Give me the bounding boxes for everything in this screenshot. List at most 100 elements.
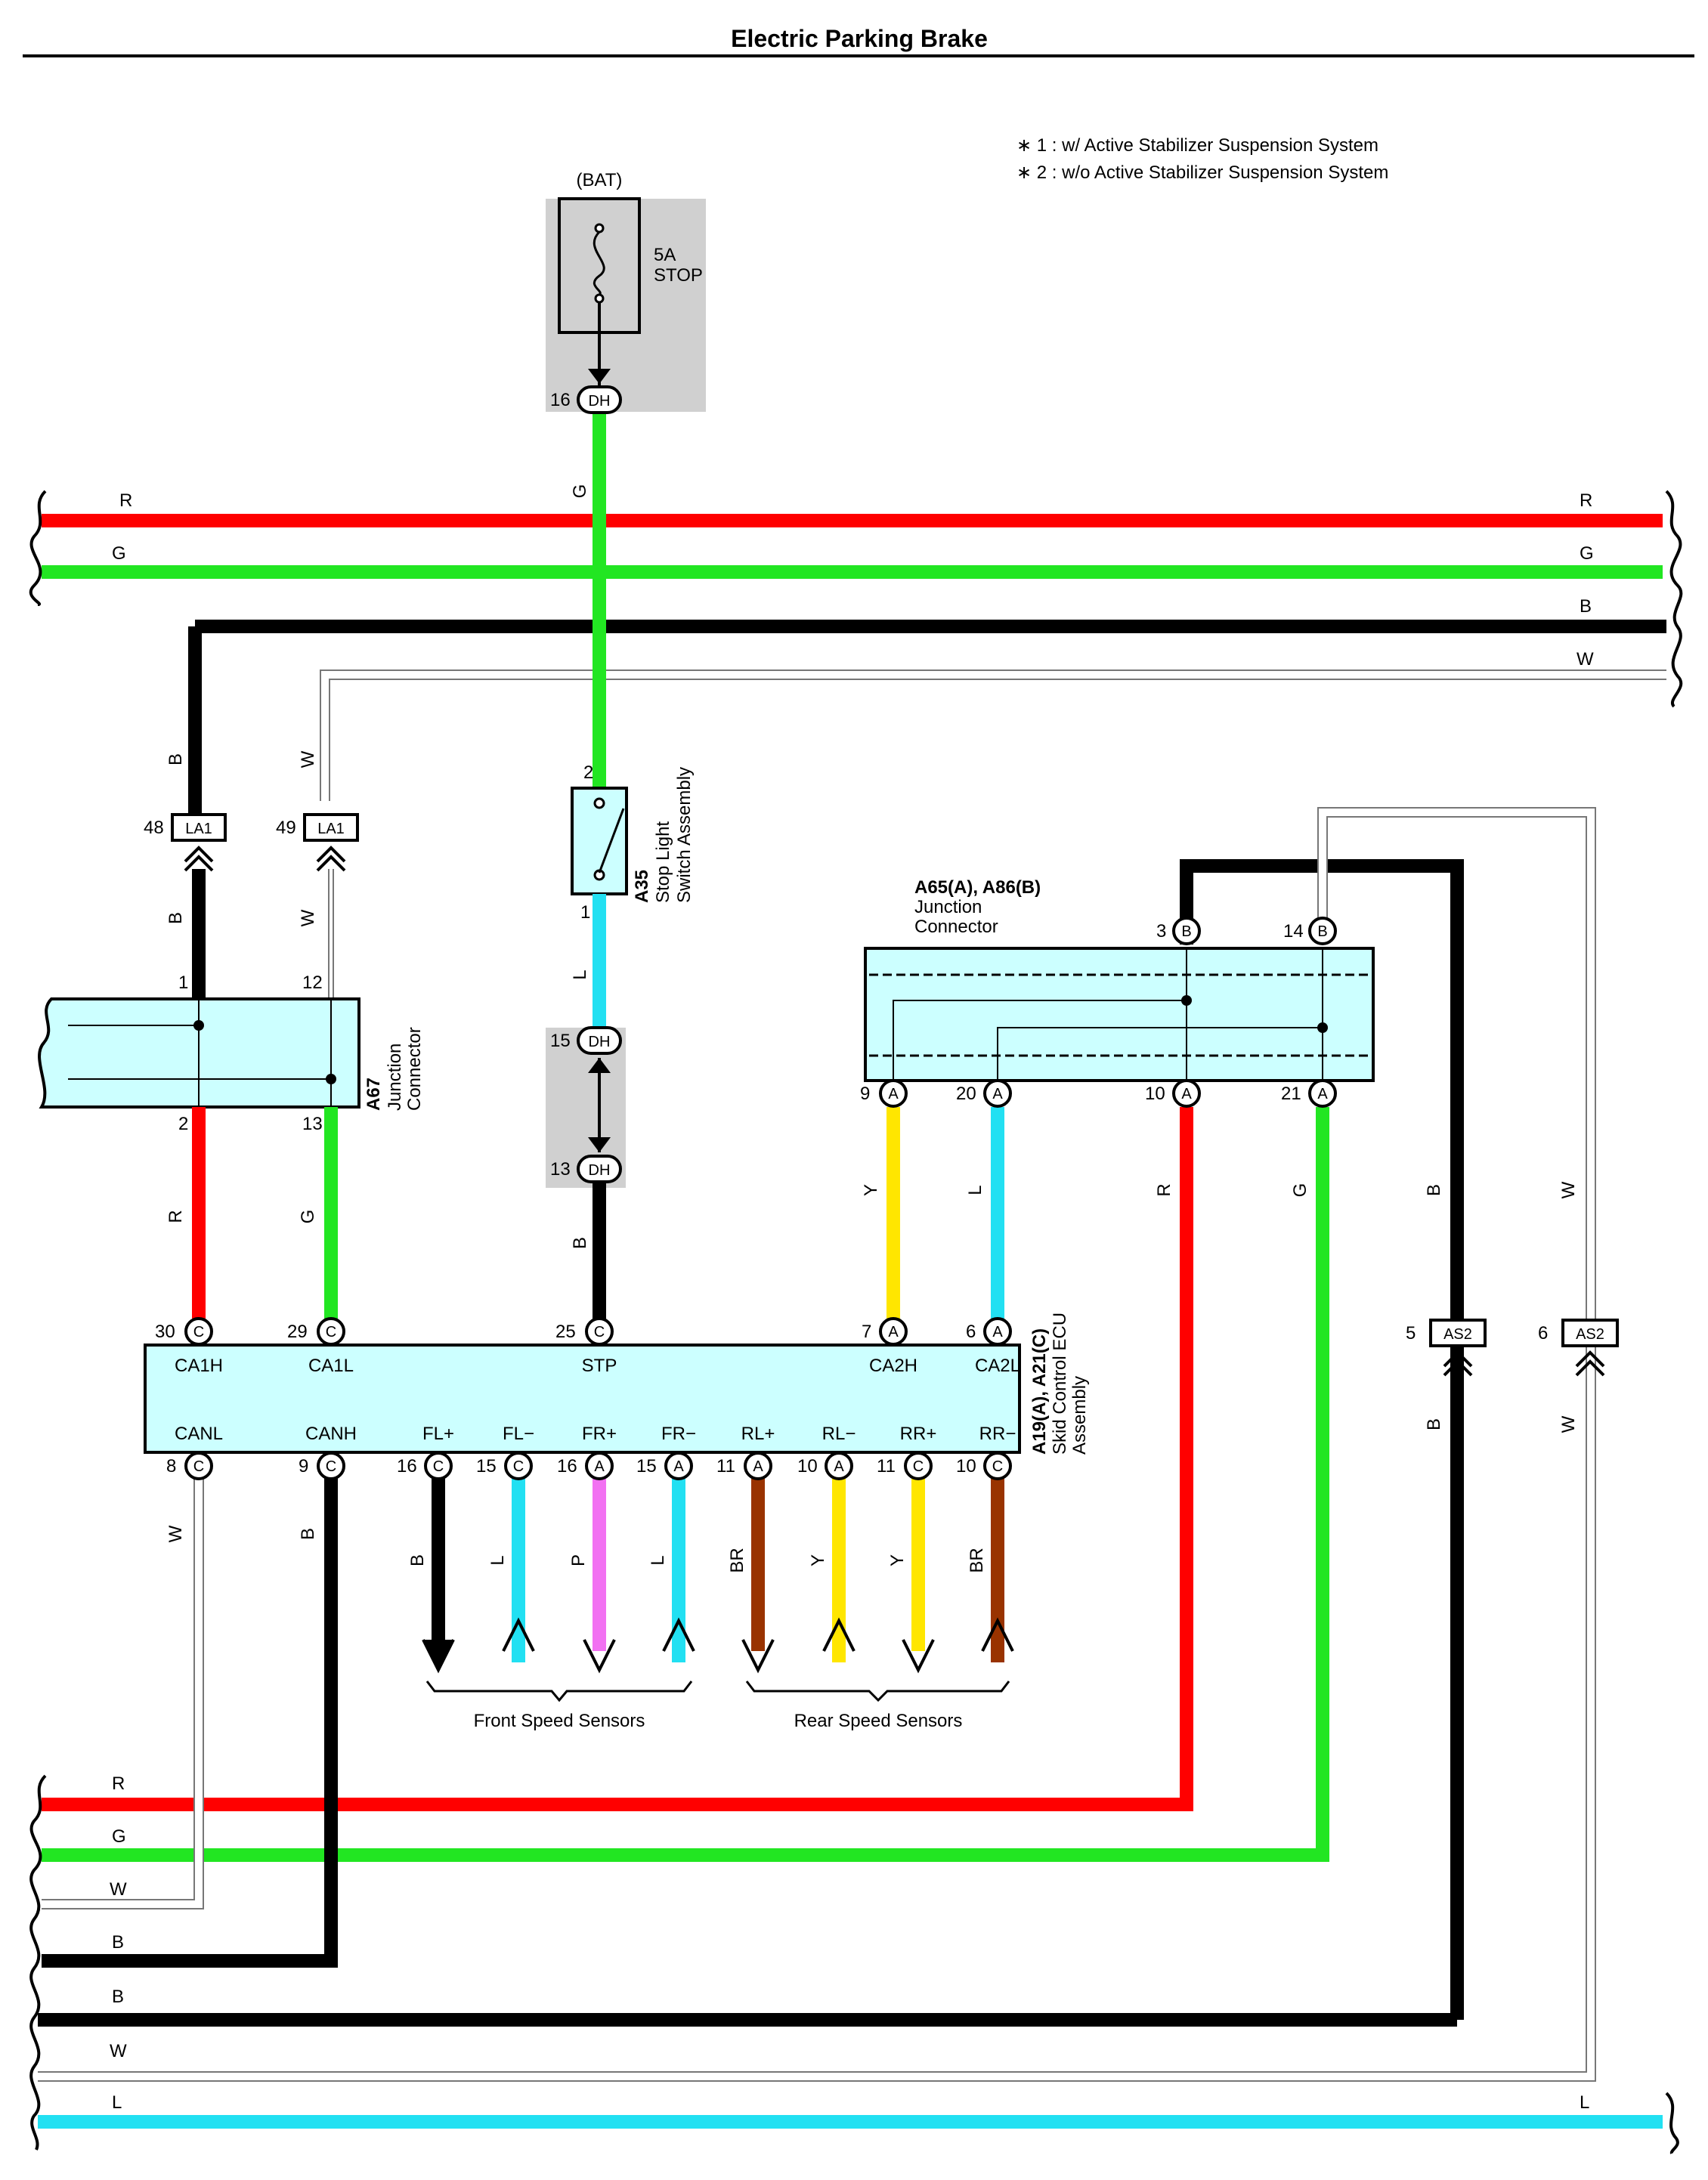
front-sensor-brace	[425, 1681, 693, 1702]
switch-pin-bottom: 1	[580, 902, 590, 923]
wire-label-b-a67: B	[166, 912, 186, 924]
switch-icon	[598, 808, 625, 874]
dh-label-15: DH	[589, 1034, 611, 1050]
wire-label-b-bottom-1: B	[112, 1932, 124, 1953]
note-2: ∗ 2 : w/o Active Stabilizer Suspension S…	[1016, 162, 1388, 183]
wire-label-g-fuse: G	[570, 484, 590, 499]
ecu-code: A19(A), A21(C)	[1029, 1328, 1050, 1455]
ecu-top-pin-29-name: CA1L	[308, 1356, 354, 1376]
ecu-top-pin-25-connector: C	[594, 1324, 605, 1340]
sensor-arrows	[422, 1617, 1014, 1674]
as2-label-5: AS2	[1443, 1326, 1472, 1343]
ecu-bottom-pins: C 8 C 9 C 16 C 15 A 16 A 15 A 11 A 10 C …	[166, 1452, 1012, 1480]
ecu-top-pin-30-connector: C	[193, 1324, 204, 1340]
wire-label-b-as2-top: B	[1424, 1184, 1444, 1196]
ecu-bottom-pin-rl-plus-label: 11	[716, 1456, 735, 1477]
junction-a65-pin-10	[1172, 1079, 1201, 1108]
ecu-bottom-pin-rr-plus-connector: C	[913, 1458, 924, 1475]
wire-label-l-fr-minus: L	[648, 1555, 668, 1565]
fuse-name: STOP	[654, 265, 703, 286]
wire-label-y-ca2h: Y	[861, 1184, 881, 1196]
wire-label-w-canl: W	[166, 1525, 186, 1542]
ecu-bottom-pin-fl-plus-connector: C	[433, 1458, 444, 1475]
ecu-pin-name-fr-plus: FR+	[582, 1424, 617, 1444]
ecu-pin-name-canl: CANL	[175, 1424, 223, 1444]
a67-pin-2: 2	[178, 1114, 188, 1134]
rear-sensor-brace	[745, 1681, 1010, 1702]
bottom-bus	[38, 2013, 1663, 2129]
wire-label-br-rr-minus: BR	[967, 1548, 987, 1572]
junction-a65-pin-3	[1172, 917, 1201, 945]
dh-label-13: DH	[589, 1162, 611, 1179]
ecu-top-pin-25-label: 25	[555, 1322, 576, 1342]
junction-a65-pin-10-label: 10	[1145, 1084, 1165, 1104]
ecu-bottom-pin-rr-plus-label: 11	[877, 1456, 896, 1477]
wire-label-l-bottom-right: L	[1580, 2092, 1589, 2113]
dh-pin-13: 13	[550, 1159, 571, 1180]
ecu-top-pin-7-label: 7	[862, 1322, 871, 1342]
junction-a65-pin-21-connector: A	[1317, 1086, 1328, 1102]
la1-connector-48	[171, 813, 227, 842]
fuse-icon	[593, 230, 605, 296]
switch-pin-top: 2	[583, 762, 593, 783]
a67-code: A67	[364, 1078, 384, 1111]
wire-label-b-bottom-2: B	[112, 1987, 124, 2007]
junction-a65-pin-20-label: 20	[956, 1084, 976, 1104]
page-title: Electric Parking Brake	[731, 25, 988, 52]
ecu-top-pin-30-name: CA1H	[175, 1356, 223, 1376]
ecu-bottom-pin-canh-label: 9	[299, 1456, 308, 1477]
wire-label-w-bottom-2: W	[110, 2041, 127, 2061]
ecu-pin-name-fl-plus: FL+	[422, 1424, 454, 1444]
ecu-top-pin-29-label: 29	[287, 1322, 308, 1342]
la1-pin-48: 48	[144, 818, 164, 838]
fuse-shade	[546, 199, 706, 412]
ecu-top-pin-30-label: 30	[155, 1322, 175, 1342]
junction-a65-pin-9-connector: A	[888, 1086, 899, 1102]
wire-label-r-top-right: R	[1580, 490, 1592, 511]
junction-a65-pin-3-label: 3	[1156, 921, 1166, 942]
ecu-bottom-pin-fl-plus-label: 16	[397, 1456, 417, 1477]
ecu-name-2: Assembly	[1069, 1376, 1090, 1455]
junction-a65-pin-10-connector: A	[1181, 1086, 1192, 1102]
ecu-top-pin-6-label: 6	[966, 1322, 976, 1342]
a67-name-2: Connector	[404, 1027, 425, 1111]
ecu-bottom-pin-fl-minus-connector: C	[513, 1458, 524, 1475]
ecu-pin-name-rl-plus: RL+	[741, 1424, 775, 1444]
ecu-pin-name-rr-plus: RR+	[900, 1424, 937, 1444]
ecu-top-pin-29-connector: C	[326, 1324, 336, 1340]
ecu-bottom-pin-fl-minus-label: 15	[476, 1456, 497, 1477]
wire-label-w-a67: W	[298, 909, 318, 926]
top-bus	[42, 514, 1666, 816]
as2-label-6: AS2	[1576, 1326, 1604, 1343]
junction-a65-name-1: Junction	[914, 897, 982, 917]
wire-label-br-rl-plus: BR	[727, 1548, 747, 1572]
wire-label-w-bottom-1: W	[110, 1879, 127, 1900]
junction-a65-pin-14-connector: B	[1317, 923, 1327, 940]
ecu-bottom-pin-fr-plus-connector: A	[594, 1458, 605, 1475]
wire-label-l-bottom-left: L	[112, 2092, 122, 2113]
junction-a65-pin-20-connector: A	[992, 1086, 1003, 1102]
ecu-top-pin-7-connector: A	[888, 1324, 899, 1340]
dh-pin-fuse: 16	[550, 390, 571, 410]
junction-a65-pin-21	[1308, 1079, 1337, 1108]
wire-label-r-bottom: R	[112, 1773, 125, 1794]
ecu-bottom-pin-fr-plus-label: 16	[557, 1456, 577, 1477]
ecu-top-pins: C 30 CA1H C 29 CA1L C 25 STP A 7 CA2H A …	[155, 1317, 1020, 1376]
ecu-bottom-pin-canl-connector: C	[193, 1458, 204, 1475]
dh-connector-15	[577, 1026, 622, 1055]
ecu-bottom-pin-rr-minus-label: 10	[956, 1456, 976, 1477]
wire-label-y-rr-plus: Y	[887, 1554, 908, 1566]
ecu-top-pin-6-connector: A	[992, 1324, 1003, 1340]
la1-connector-49	[303, 813, 359, 842]
wire-label-r-ca1h: R	[166, 1210, 186, 1223]
wire-label-w-as2-top: W	[1558, 1181, 1579, 1198]
wire-label-w-top-right: W	[1576, 649, 1594, 669]
junction-a65-pin-14-label: 14	[1283, 921, 1304, 942]
wire-label-g-ca1l: G	[298, 1210, 318, 1224]
la1-pin-49: 49	[276, 818, 296, 838]
wire-label-w-as2-bottom: W	[1558, 1415, 1579, 1433]
la1-label-49: LA1	[317, 821, 345, 837]
wire-label-b-stp: B	[570, 1237, 590, 1249]
junction-a65-pin-9	[879, 1079, 908, 1108]
